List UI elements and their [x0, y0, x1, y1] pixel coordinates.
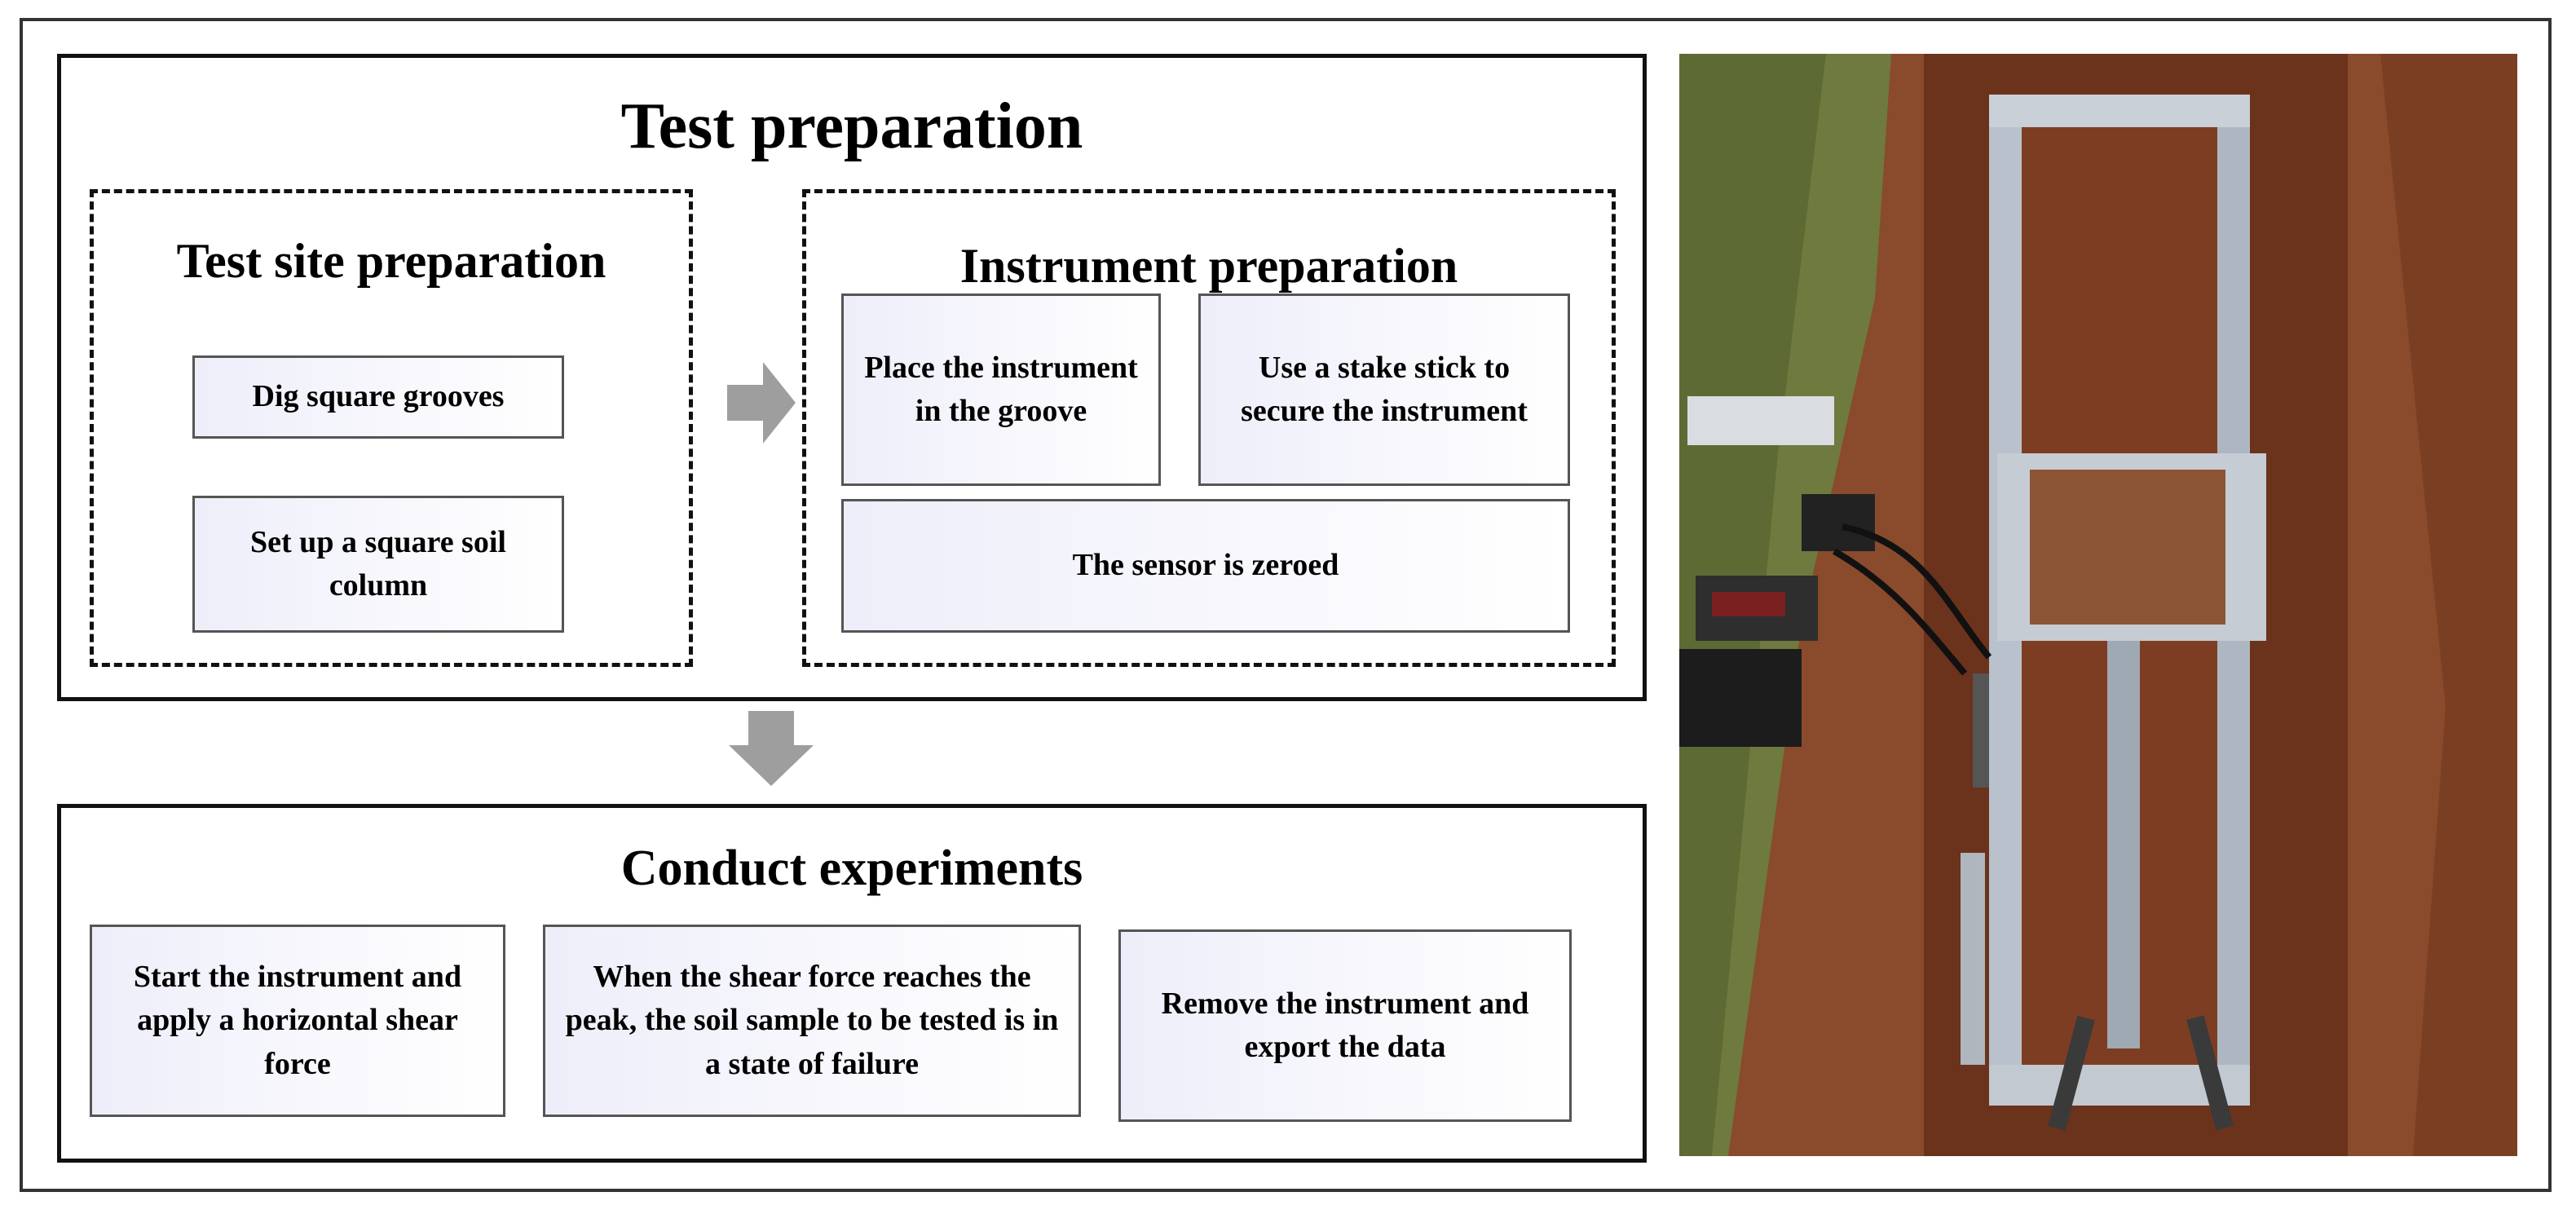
conduct-experiments-title: Conduct experiments	[620, 841, 1083, 896]
right-arrow-icon	[727, 362, 796, 444]
down-arrow-icon	[729, 711, 814, 786]
test-site-preparation-title: Test site preparation	[176, 234, 607, 288]
step-secure-instrument: Use a stake stick to secure the instrume…	[1198, 294, 1570, 486]
field-instrument-photo	[1679, 54, 2517, 1156]
step-sensor-zeroed: The sensor is zeroed	[841, 499, 1570, 633]
step-set-up-soil-column: Set up a square soil column	[192, 496, 564, 633]
step-remove-export: Remove the instrument and export the dat…	[1118, 929, 1572, 1122]
step-place-instrument: Place the instrument in the groove	[841, 294, 1161, 486]
test-site-preparation-group	[90, 189, 693, 667]
step-dig-square-grooves: Dig square grooves	[192, 355, 564, 439]
instrument-preparation-title: Instrument preparation	[959, 239, 1458, 293]
test-preparation-title: Test preparation	[620, 90, 1083, 162]
instrument-preparation-group	[802, 189, 1616, 667]
step-shear-peak-failure: When the shear force reaches the peak, t…	[543, 925, 1081, 1117]
figure-frame	[20, 18, 2552, 1192]
step-start-instrument: Start the instrument and apply a horizon…	[90, 925, 505, 1117]
